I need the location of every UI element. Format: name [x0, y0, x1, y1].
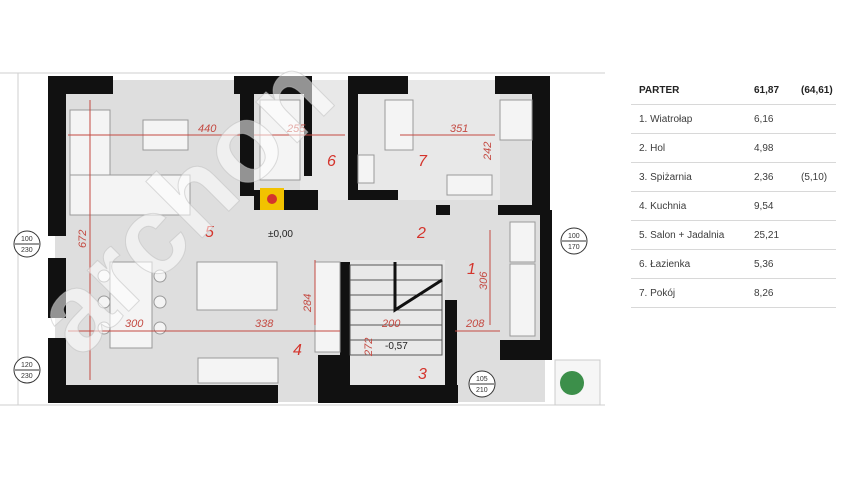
dim-255: 255: [286, 123, 306, 135]
fireplace-icon: [260, 188, 284, 210]
room-area: 2,36: [754, 172, 774, 183]
window-4-bottom: 210: [476, 387, 488, 394]
room-area: 5,36: [754, 259, 774, 270]
dim-306: 306: [478, 271, 490, 290]
window-2-top: 120: [21, 362, 33, 369]
room-number-7: 7: [418, 153, 428, 170]
window-marker-1: 100 230: [13, 230, 41, 258]
room-name: 7. Pokój: [639, 288, 676, 299]
dim-351: 351: [450, 123, 468, 135]
room-area: 8,26: [754, 288, 774, 299]
room-area: 6,16: [754, 114, 774, 125]
room-number-3: 3: [418, 366, 427, 383]
dim-242: 242: [482, 142, 494, 161]
table-row: 2. Hol 4,98: [631, 134, 836, 163]
window-3-bottom: 170: [568, 244, 580, 251]
dim-200: 200: [381, 318, 401, 330]
table-row: 4. Kuchnia 9,54: [631, 192, 836, 221]
furniture: [69, 99, 536, 384]
dim-338: 338: [255, 318, 274, 330]
room-name: 5. Salon + Jadalnia: [639, 230, 725, 241]
room-number-4: 4: [293, 342, 302, 359]
room-area-table: PARTER 61,87 (64,61) 1. Wiatrołap 6,16 2…: [631, 76, 836, 308]
table-header-row: PARTER 61,87 (64,61): [631, 76, 836, 105]
room-name: 1. Wiatrołap: [639, 114, 693, 125]
dim-284: 284: [302, 294, 314, 313]
room-number-1: 1: [467, 261, 476, 278]
window-1-top: 100: [21, 236, 33, 243]
window-2-bottom: 230: [21, 373, 33, 380]
window-marker-2: 120 230: [13, 356, 41, 384]
dim-440: 440: [198, 123, 217, 135]
room-name: 4. Kuchnia: [639, 201, 687, 212]
table-row: 6. Łazienka 5,36: [631, 250, 836, 279]
window-3-top: 100: [568, 233, 580, 240]
room-area: 9,54: [754, 201, 774, 212]
window-4-top: 105: [476, 376, 488, 383]
room-name: 3. Spiżarnia: [639, 172, 692, 183]
walls: [48, 76, 552, 403]
table-row: 7. Pokój 8,26: [631, 279, 836, 308]
floor-area-alt: (64,61): [801, 85, 833, 96]
room-name: 6. Łazienka: [639, 259, 691, 270]
window-1-bottom: 230: [21, 247, 33, 254]
dim-272: 272: [363, 338, 375, 357]
room-name: 2. Hol: [639, 143, 666, 154]
dimension-lines: [68, 100, 500, 380]
table-row: 1. Wiatrołap 6,16: [631, 105, 836, 134]
room-area: 25,21: [754, 230, 780, 241]
dim-300: 300: [125, 318, 144, 330]
table-row: 3. Spiżarnia 2,36 (5,10): [631, 163, 836, 192]
window-marker-3: 100 170: [560, 227, 588, 255]
floor-plan: 5 6 7 2 1 4 3 440 255 351 242 672 300 33…: [0, 30, 605, 406]
window-marker-4: 105 210: [468, 370, 496, 398]
table-row: 5. Salon + Jadalnia 25,21: [631, 221, 836, 250]
room-numbers: 5 6 7 2 1 4 3: [205, 153, 476, 383]
logo-seal: [554, 359, 601, 406]
room-area-alt: (5,10): [801, 172, 828, 183]
room-number-2: 2: [416, 225, 426, 242]
room-number-6: 6: [327, 153, 336, 170]
level-lower: -0,57: [385, 341, 408, 352]
dim-672: 672: [77, 230, 89, 248]
room-area: 4,98: [754, 143, 774, 154]
window-markers: 100 230 120 230 100 170 105 210: [13, 227, 588, 398]
room-number-5: 5: [205, 224, 214, 241]
dim-208: 208: [465, 318, 485, 330]
staircase: [349, 262, 443, 356]
dimension-labels: 440 255 351 242 672 300 338 284 200 208 …: [77, 123, 494, 357]
level-ground: ±0,00: [268, 229, 293, 240]
floor-area: 61,87: [754, 85, 780, 96]
floor-name: PARTER: [639, 85, 680, 96]
